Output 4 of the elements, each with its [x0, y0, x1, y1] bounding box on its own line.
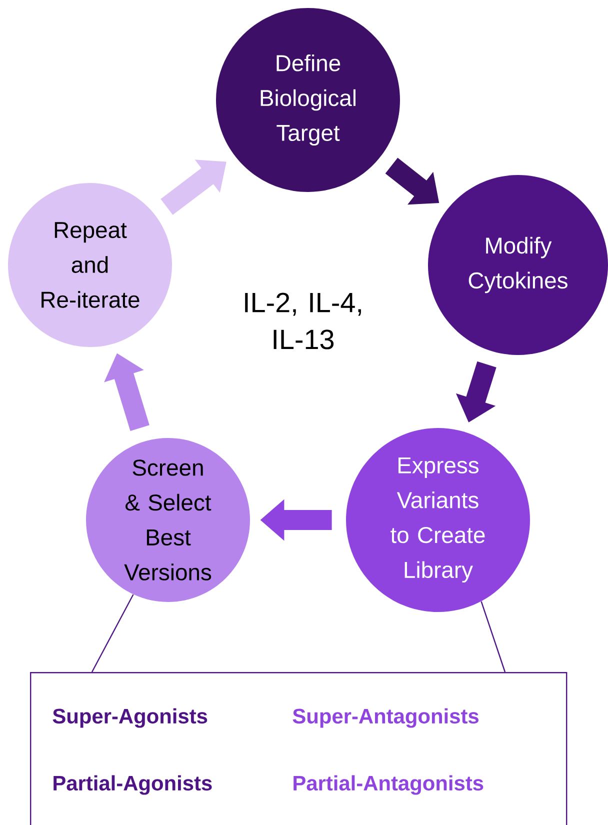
center-label: IL-2, IL-4, IL-13	[245, 292, 361, 350]
result-box: Super-Agonists Super-Antagonists Partial-Agonists Partial-Antagonists	[30, 672, 568, 825]
leader-line	[480, 601, 506, 672]
leader-line	[91, 594, 134, 672]
